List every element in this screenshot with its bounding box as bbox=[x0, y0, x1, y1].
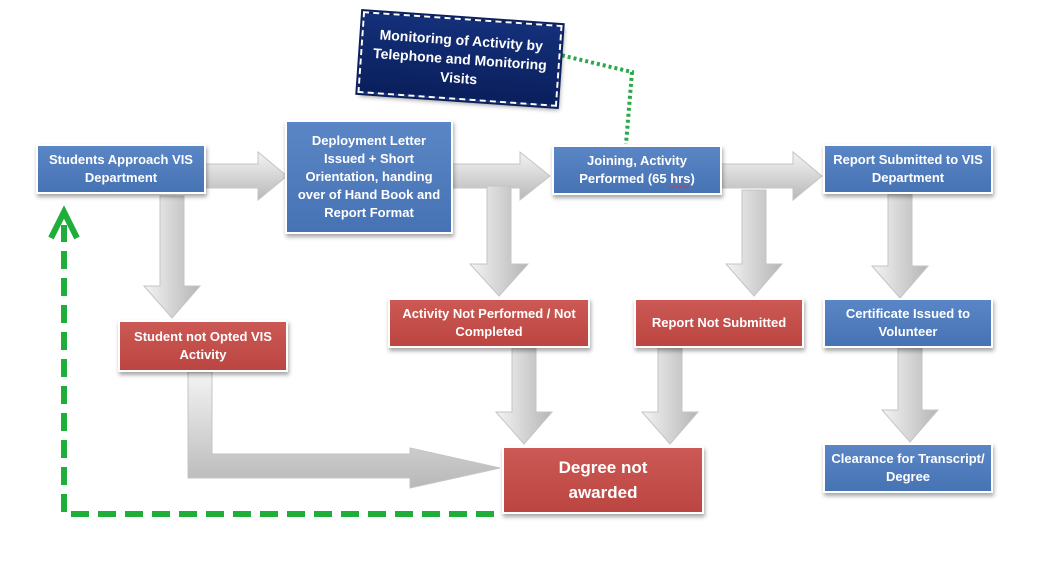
degree-not-awarded-box: Degree not awarded bbox=[502, 446, 704, 514]
students-approach-box: Students Approach VIS Department bbox=[36, 144, 206, 194]
report-not-submitted-box: Report Not Submitted bbox=[634, 298, 804, 348]
deployment-letter-box: Deployment Letter Issued + Short Orienta… bbox=[285, 120, 453, 234]
loop-back-arrowhead bbox=[48, 205, 80, 240]
arrow-report-not-submitted-to-degree bbox=[640, 347, 700, 445]
joining-box: Joining, Activity Performed (65 hrs) bbox=[552, 145, 722, 195]
arrow-report-to-certificate bbox=[870, 193, 930, 299]
joining-label: Joining, Activity Performed (65 hrs) bbox=[560, 152, 714, 188]
arrow-certificate-to-clearance bbox=[880, 347, 940, 443]
not-opted-label: Student not Opted VIS Activity bbox=[134, 329, 272, 362]
arrow-not-performed-to-degree bbox=[494, 347, 554, 445]
degree-not-awarded-label: Degree not awarded bbox=[558, 458, 648, 502]
certificate-box: Certificate Issued to Volunteer bbox=[823, 298, 993, 348]
arrow-not-opted-to-degree bbox=[187, 371, 501, 489]
report-submitted-label: Report Submitted to VIS Department bbox=[833, 152, 983, 185]
monitoring-callout: Monitoring of Activity by Telephone and … bbox=[355, 8, 565, 110]
joining-label-hrs: hrs bbox=[670, 171, 691, 186]
certificate-label: Certificate Issued to Volunteer bbox=[845, 306, 971, 339]
report-submitted-box: Report Submitted to VIS Department bbox=[823, 144, 993, 194]
joining-label-close: ) bbox=[690, 171, 695, 186]
monitoring-link bbox=[555, 52, 635, 145]
not-opted-box: Student not Opted VIS Activity bbox=[118, 320, 288, 372]
monitoring-callout-label: Monitoring of Activity by Telephone and … bbox=[372, 25, 548, 87]
arrow-joining-to-report bbox=[719, 150, 823, 202]
arrow-deployment-to-not-performed bbox=[468, 185, 530, 297]
loop-back-arrow bbox=[61, 225, 494, 517]
not-performed-label: Activity Not Performed / Not Completed bbox=[402, 306, 576, 339]
arrow-approach-to-deployment bbox=[202, 150, 288, 202]
clearance-label: Clearance for Transcript/ Degree bbox=[831, 451, 985, 484]
not-performed-box: Activity Not Performed / Not Completed bbox=[388, 298, 590, 348]
students-approach-label: Students Approach VIS Department bbox=[49, 152, 193, 185]
joining-label-text: Joining, Activity Performed (65 bbox=[579, 153, 687, 186]
report-not-submitted-label: Report Not Submitted bbox=[651, 315, 787, 330]
deployment-letter-label: Deployment Letter Issued + Short Orienta… bbox=[297, 133, 441, 220]
arrow-joining-to-report-not-submitted bbox=[724, 189, 784, 297]
arrow-approach-to-not-opted bbox=[142, 195, 202, 319]
arrow-deployment-to-joining bbox=[447, 150, 551, 202]
clearance-box: Clearance for Transcript/ Degree bbox=[823, 443, 993, 493]
